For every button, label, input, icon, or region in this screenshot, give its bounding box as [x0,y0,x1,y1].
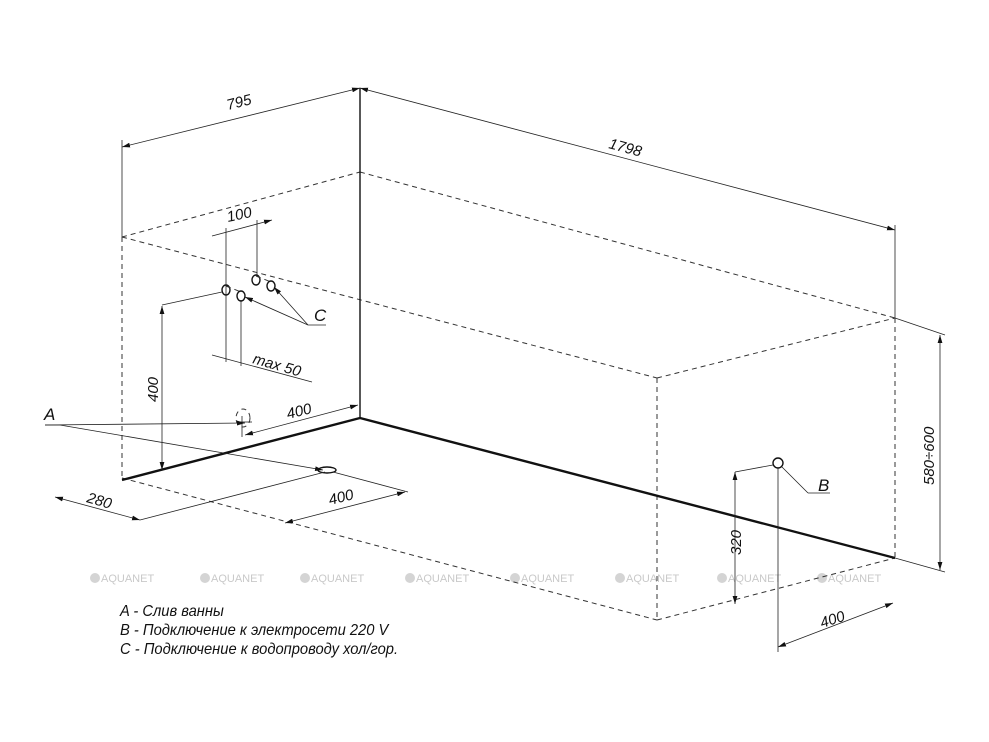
svg-text:400: 400 [327,486,356,509]
svg-text:100: 100 [225,204,254,226]
wall-floor-edges [121,88,896,560]
legend-item-b: B - Подключение к электросети 220 V [120,622,389,639]
electric-b: 320 400 B [728,457,894,652]
water-pipes-c: 100 max 50 C [211,204,327,383]
svg-text:C: C [314,306,327,325]
svg-text:1798: 1798 [607,135,644,160]
svg-text:B: B [818,476,829,495]
svg-text:AQUANET: AQUANET [416,573,469,585]
svg-text:AQUANET: AQUANET [828,573,881,585]
svg-text:A: A [43,405,55,424]
bathtub-outline [121,171,896,621]
svg-text:AQUANET: AQUANET [101,573,154,585]
svg-text:AQUANET: AQUANET [728,573,781,585]
dimension-length: 1798 [359,87,896,318]
svg-text:max 50: max 50 [251,351,304,381]
svg-text:AQUANET: AQUANET [211,573,264,585]
svg-text:AQUANET: AQUANET [626,573,679,585]
svg-text:400: 400 [818,608,848,632]
svg-text:AQUANET: AQUANET [521,573,574,585]
svg-text:580÷600: 580÷600 [921,426,938,485]
watermark-row: AQUANET AQUANET AQUANET AQUANET AQUANET … [90,573,881,585]
dimension-height: 580÷600 [894,317,946,573]
svg-text:400: 400 [285,400,314,423]
dimension-pipe-height: 400 [145,291,223,470]
svg-text:400: 400 [145,376,162,402]
svg-text:795: 795 [225,91,254,114]
dimension-width: 795 [121,87,361,237]
svg-text:320: 320 [728,529,745,555]
legend-item-a: A - Слив ванны [120,603,224,620]
legend-item-c: C - Подключение к водопроводу хол/гор. [120,641,399,658]
drain-a: A 400 280 400 [43,400,409,524]
svg-text:AQUANET: AQUANET [311,573,364,585]
svg-text:280: 280 [84,489,114,513]
legend: A - Слив ванны B - Подключение к электро… [120,602,398,659]
